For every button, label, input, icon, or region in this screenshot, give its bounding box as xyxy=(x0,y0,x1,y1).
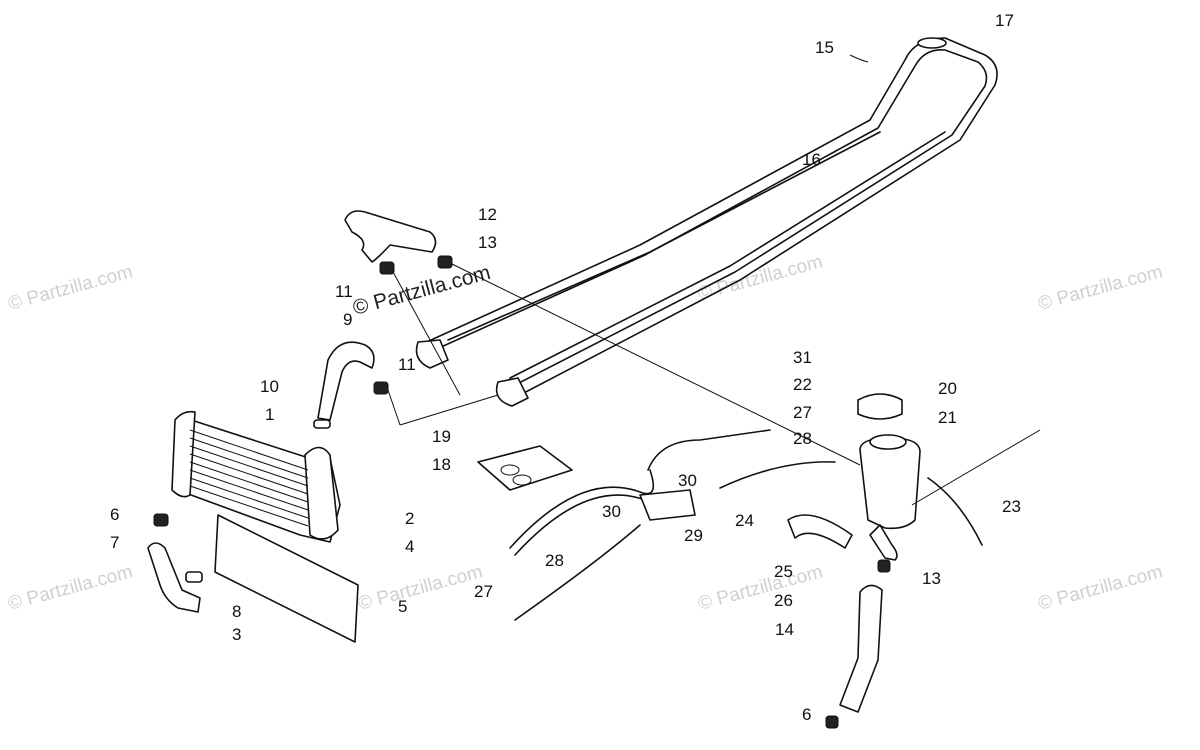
callout-14: 14 xyxy=(775,620,794,639)
callout-20: 20 xyxy=(938,379,957,398)
callout-6: 6 xyxy=(802,705,811,724)
hose-upper xyxy=(344,210,437,263)
callout-26: 26 xyxy=(774,591,793,610)
clamp xyxy=(825,715,839,729)
callout-25: 25 xyxy=(774,562,793,581)
watermark-center: © Partzilla.com xyxy=(350,261,493,320)
watermark: © Partzilla.com xyxy=(356,561,485,614)
callout-23: 23 xyxy=(1002,497,1021,516)
callout-13: 13 xyxy=(478,233,497,252)
tunnel-cooler xyxy=(415,37,998,407)
hose-28a-b xyxy=(514,494,646,556)
callout-27: 27 xyxy=(474,582,493,601)
callout-1: 1 xyxy=(265,405,274,424)
callout-30: 30 xyxy=(602,502,621,521)
hose-28d xyxy=(719,461,836,489)
clamp xyxy=(877,559,891,573)
hose-28b xyxy=(514,524,641,621)
callout-28: 28 xyxy=(793,429,812,448)
callout-18: 18 xyxy=(432,455,451,474)
callout-28: 28 xyxy=(545,551,564,570)
callout-27: 27 xyxy=(793,403,812,422)
clamp xyxy=(373,381,389,395)
clamp xyxy=(153,513,169,527)
callout-11: 11 xyxy=(398,355,416,374)
callout-3: 3 xyxy=(232,625,241,644)
callout-9: 9 xyxy=(343,310,352,329)
tank-bracket xyxy=(787,514,853,549)
watermark: © Partzilla.com xyxy=(6,561,135,614)
overflow-hose xyxy=(927,477,983,546)
watermark: © Partzilla.com xyxy=(1036,261,1165,314)
callout-17: 17 xyxy=(995,11,1014,30)
coolant-tank xyxy=(857,393,921,561)
callout-6: 6 xyxy=(110,505,119,524)
watermark: © Partzilla.com xyxy=(6,261,135,314)
callout-7: 7 xyxy=(110,533,119,552)
callout-labels: 1 2 3 4 5 6 6 7 8 9 10 11 11 12 13 13 14… xyxy=(110,11,1021,724)
filler-cap xyxy=(857,393,903,420)
callout-24: 24 xyxy=(735,511,754,530)
callout-13: 13 xyxy=(922,569,941,588)
watermark: © Partzilla.com xyxy=(1036,561,1165,614)
radiator xyxy=(171,410,341,543)
hose-28a xyxy=(509,469,655,549)
watermark: © Partzilla.com xyxy=(696,561,825,614)
callout-4: 4 xyxy=(405,537,414,556)
callout-19: 19 xyxy=(432,427,451,446)
hose-lower-left xyxy=(147,542,201,613)
callout-22: 22 xyxy=(793,375,812,394)
hose-left xyxy=(317,341,375,421)
callout-12: 12 xyxy=(478,205,497,224)
access-plate xyxy=(477,445,573,491)
callout-29: 29 xyxy=(684,526,703,545)
callout-21: 21 xyxy=(938,408,957,427)
hose-28c xyxy=(647,429,771,471)
clamp xyxy=(313,419,331,429)
callout-5: 5 xyxy=(398,597,407,616)
callout-2: 2 xyxy=(405,509,414,528)
leader-lines xyxy=(387,54,1041,506)
callout-11: 11 xyxy=(335,282,353,301)
callout-31: 31 xyxy=(793,348,812,367)
clamp xyxy=(379,261,395,275)
clamp xyxy=(185,571,203,583)
callout-10: 10 xyxy=(260,377,279,396)
callout-8: 8 xyxy=(232,602,241,621)
callout-16: 16 xyxy=(802,150,821,169)
callout-15: 15 xyxy=(815,38,834,57)
clamp xyxy=(437,255,453,269)
hose-lower-right xyxy=(839,584,883,713)
watermark: © Partzilla.com xyxy=(696,251,825,304)
callout-30: 30 xyxy=(678,471,697,490)
radiator-shield xyxy=(214,514,359,643)
valve-29 xyxy=(639,489,696,521)
